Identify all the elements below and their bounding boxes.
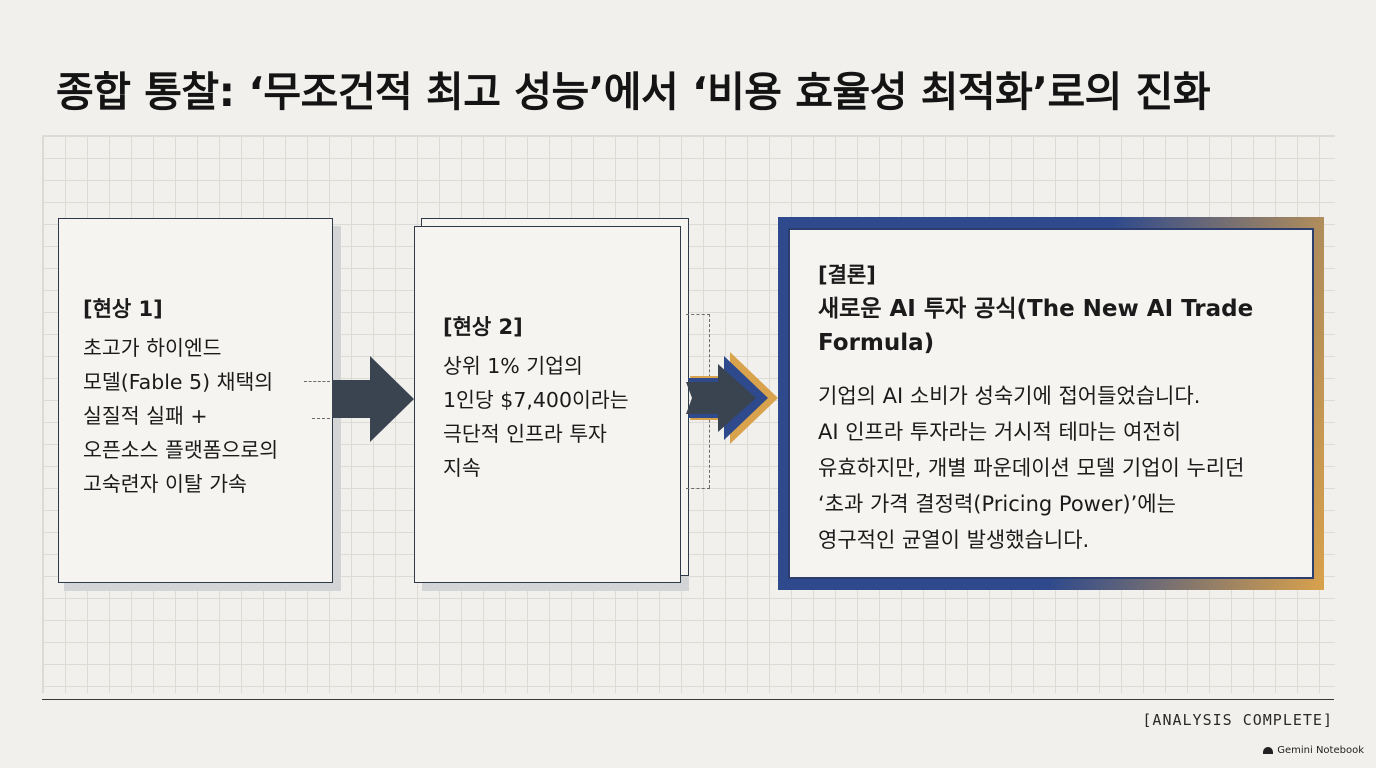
connector-line (312, 418, 330, 419)
phenomenon-2-line: 상위 1% 기업의 (443, 354, 583, 378)
connector-line (686, 488, 710, 489)
arrow-right-icon (686, 352, 778, 444)
brand-label: Gemini Notebook (1277, 745, 1364, 756)
phenomenon-1-line: 오픈소스 플랫폼으로의 (83, 438, 279, 462)
conclusion-line: AI 인프라 투자라는 거시적 테마는 여전히 (818, 420, 1182, 444)
divider (42, 699, 1334, 700)
conclusion-tag: [결론] (818, 263, 876, 287)
phenomenon-2-label: [현상 2] (443, 315, 523, 339)
connector-line (686, 314, 710, 315)
brand-watermark: Gemini Notebook (1263, 745, 1364, 756)
phenomenon-1-card: [현상 1] 초고가 하이엔드 모델(Fable 5) 채택의 실질적 실패 +… (58, 218, 333, 583)
phenomenon-1-line: 모델(Fable 5) 채택의 (83, 370, 274, 394)
phenomenon-2-card: [현상 2] 상위 1% 기업의 1인당 $7,400이라는 극단적 인프라 투… (414, 226, 681, 583)
conclusion-line: 유효하지만, 개별 파운데이션 모델 기업이 누리던 (818, 456, 1245, 480)
conclusion-body: 기업의 AI 소비가 성숙기에 접어들었습니다. AI 인프라 투자라는 거시적… (818, 378, 1312, 558)
connector-line (304, 381, 330, 382)
status-label: [ANALYSIS COMPLETE] (1142, 711, 1333, 729)
conclusion-card: [결론] 새로운 AI 투자 공식(The New AI Trade Formu… (788, 228, 1314, 579)
page-title: 종합 통찰: ‘무조건적 최고 성능’에서 ‘비용 효율성 최적화’로의 진화 (56, 68, 1211, 116)
conclusion-line: 영구적인 균열이 발생했습니다. (818, 528, 1090, 552)
conclusion-title: 새로운 AI 투자 공식(The New AI Trade (818, 296, 1254, 322)
phenomenon-2-line: 지속 (443, 456, 481, 480)
phenomenon-2-line: 극단적 인프라 투자 (443, 422, 607, 446)
phenomenon-1-line: 초고가 하이엔드 (83, 336, 222, 360)
conclusion-title: Formula) (818, 330, 935, 356)
phenomenon-1-line: 실질적 실패 + (83, 404, 208, 428)
conclusion-line: 기업의 AI 소비가 성숙기에 접어들었습니다. (818, 384, 1201, 408)
arrow-right-icon (332, 356, 414, 442)
conclusion-line: ‘초과 가격 결정력(Pricing Power)’에는 (818, 492, 1176, 516)
phenomenon-2-line: 1인당 $7,400이라는 (443, 388, 629, 412)
phenomenon-1-line: 고숙련자 이탈 가속 (83, 472, 247, 496)
phenomenon-1-label: [현상 1] (83, 297, 163, 321)
gemini-notebook-icon (1263, 747, 1274, 754)
